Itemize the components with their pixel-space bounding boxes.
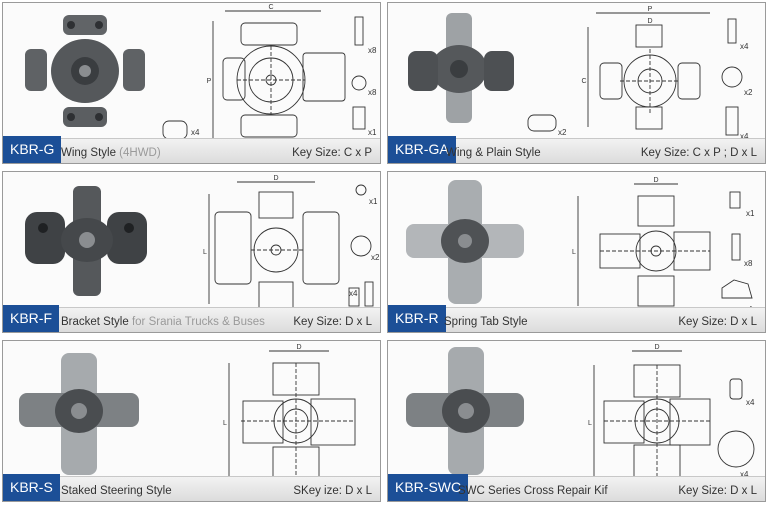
style-note: for Srania Trucks & Buses [131,316,265,328]
joint-photo [19,353,139,475]
product-panel-kbr-ga[interactable]: P D C x4 x2 x4 x2 KBR-GA Wing & Plain St… [387,2,766,164]
qty-label: x4 [740,42,749,51]
model-code-badge: KBR-S [3,474,60,501]
joint-photo [25,15,145,127]
product-illustration: P D C x4 x2 x4 x2 [408,6,753,141]
qty-label: x8 [744,259,753,268]
key-size-label: Key Size: C x P ; D x L [640,147,757,159]
product-panel-kbr-f[interactable]: D L x1 x2 x4 x4 KBR-F Bracket Style for … [2,171,381,333]
qty-label: x4 [349,289,358,298]
style-caption: Spring Tab Style [444,316,528,328]
joint-photo [406,180,524,304]
product-illustration: D L x1 x8 x4 [406,177,755,314]
product-panel-kbr-g[interactable]: C P x8 x8 x1 x4 KBR-G Wing Style (4HWD) … [2,2,381,164]
model-code-badge: KBR-G [3,136,62,163]
qty-label: x1 [368,128,377,137]
product-panel-kbr-r[interactable]: D L x1 x8 x4 KBR-R Spring Tab Style Key … [387,171,766,333]
technical-drawing [228,350,356,481]
style-caption: Bracket Style for Srania Trucks & Buses [61,316,265,328]
dim-label-side: C [581,78,586,85]
joint-photo [406,347,524,475]
model-code-badge: KBR-GA [388,136,456,163]
product-illustration: D L [19,344,356,481]
product-illustration: C P x8 x8 x1 x4 [25,4,377,140]
style-name: Wing & Plain Style [446,147,541,159]
qty-label: x1 [369,197,378,206]
joint-photo [408,13,557,132]
qty-label: x2 [558,128,567,137]
qty-label: x4 [740,470,749,479]
qty-label: x4 [746,398,755,407]
model-code-badge: KBR-F [3,305,59,332]
qty-label: x2 [371,253,380,262]
style-name: Bracket Style [61,316,129,328]
qty-label: x8 [368,46,377,55]
model-code-badge: KBR-R [388,305,446,332]
dim-label-side: P [207,78,212,85]
key-size-label: Key Size: C x P [292,147,372,159]
product-panel-kbr-s[interactable]: D L KBR-S Staked Steering Style SKey ize… [2,340,381,502]
product-illustration: D L x4 x4 [406,344,755,481]
style-caption: Staked Steering Style [61,485,172,497]
dim-label-top: D [653,177,658,184]
dim-label-top: D [273,175,278,182]
dim-label-top: D [654,344,659,351]
qty-label: x1 [746,209,755,218]
key-size-label: Key Size: D x L [678,316,757,328]
model-code-badge: KBR-SWC [388,474,469,501]
dim-label-top-secondary: D [647,18,652,25]
dim-label-top: C [268,4,273,11]
dim-label-top: P [648,6,653,13]
dim-label-side: L [223,420,227,427]
qty-label: x4 [191,128,200,137]
product-panel-kbr-swc[interactable]: D L x4 x4 KBR-SWC SWC Series Cross Repai… [387,340,766,502]
dim-label-side: L [588,420,592,427]
caption-bar [3,138,380,163]
key-size-label: SKey ize: D x L [293,485,372,497]
technical-drawing [162,10,367,140]
qty-label: x8 [368,88,377,97]
key-size-label: Key Size: D x L [293,316,372,328]
style-caption: Wing & Plain Style [446,147,541,159]
caption-bar [388,307,765,332]
style-name: SWC Series Cross Repair Kif [458,485,608,497]
joint-photo [25,186,147,296]
dim-label-side: L [572,249,576,256]
dim-label-top: D [296,344,301,351]
style-note: (4HWD) [119,147,161,159]
style-name: Wing Style [61,147,116,159]
style-name: Spring Tab Style [444,316,528,328]
style-name: Staked Steering Style [61,485,172,497]
caption-bar [3,307,380,332]
style-caption: SWC Series Cross Repair Kif [458,485,608,497]
caption-bar [3,476,380,501]
technical-drawing [587,12,743,136]
key-size-label: Key Size: D x L [678,485,757,497]
qty-label: x4 [740,132,749,141]
product-illustration: D L x1 x2 x4 x4 [25,175,380,316]
technical-drawing [593,350,755,481]
technical-drawing [208,181,374,309]
dim-label-side: L [203,249,207,256]
style-caption: Wing Style (4HWD) [61,147,161,159]
technical-drawing [577,183,753,307]
qty-label: x2 [744,88,753,97]
